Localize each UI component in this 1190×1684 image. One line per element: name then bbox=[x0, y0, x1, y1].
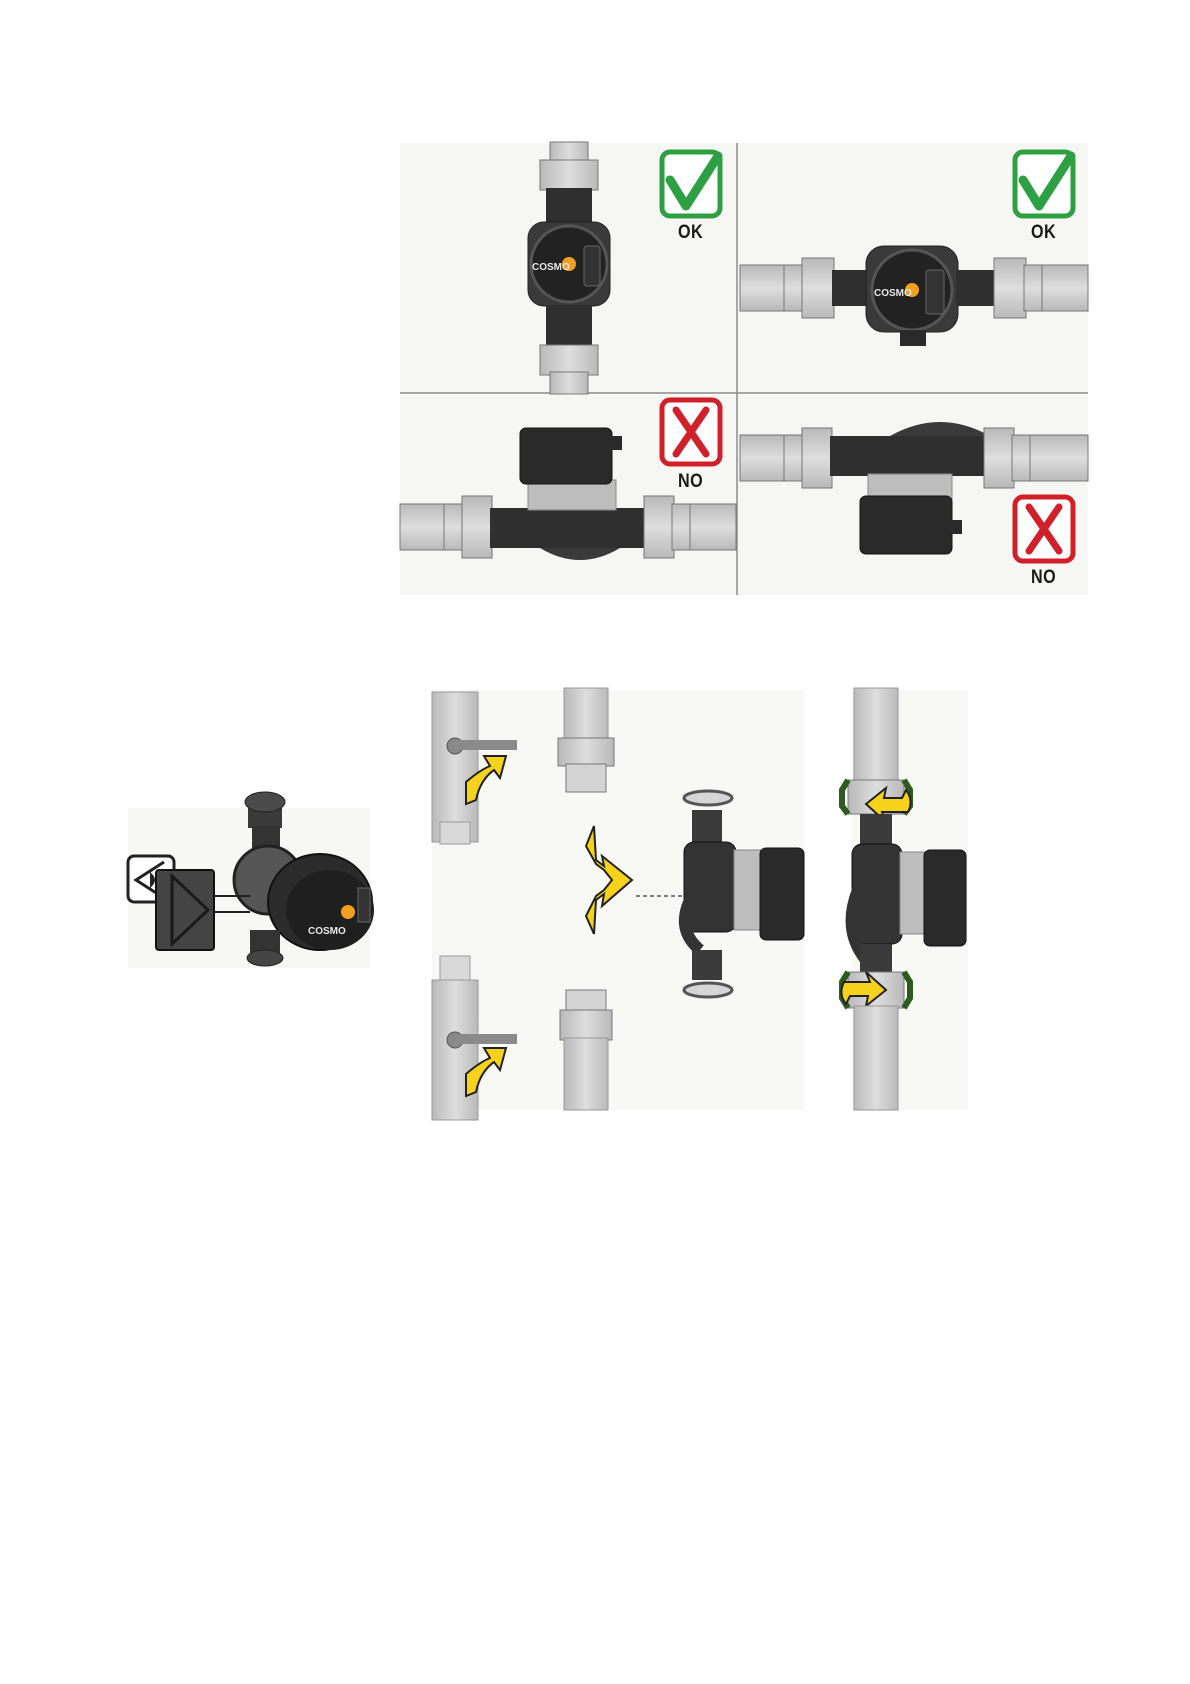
flow-direction-icon bbox=[156, 870, 214, 950]
svg-text:COSMO: COSMO bbox=[874, 288, 912, 299]
panel-vertical-ok: COSMO bbox=[528, 142, 610, 394]
label-no: NO bbox=[678, 471, 703, 493]
svg-text:COSMO: COSMO bbox=[308, 926, 346, 937]
cross-icon bbox=[1015, 497, 1073, 561]
installation-sequence bbox=[432, 688, 968, 1120]
label-no: NO bbox=[1031, 567, 1056, 589]
label-ok: OK bbox=[678, 222, 703, 244]
check-icon bbox=[662, 152, 720, 216]
check-icon bbox=[1015, 152, 1073, 216]
cross-icon bbox=[662, 400, 720, 464]
label-ok: OK bbox=[1031, 222, 1056, 244]
svg-text:COSMO: COSMO bbox=[532, 262, 570, 273]
